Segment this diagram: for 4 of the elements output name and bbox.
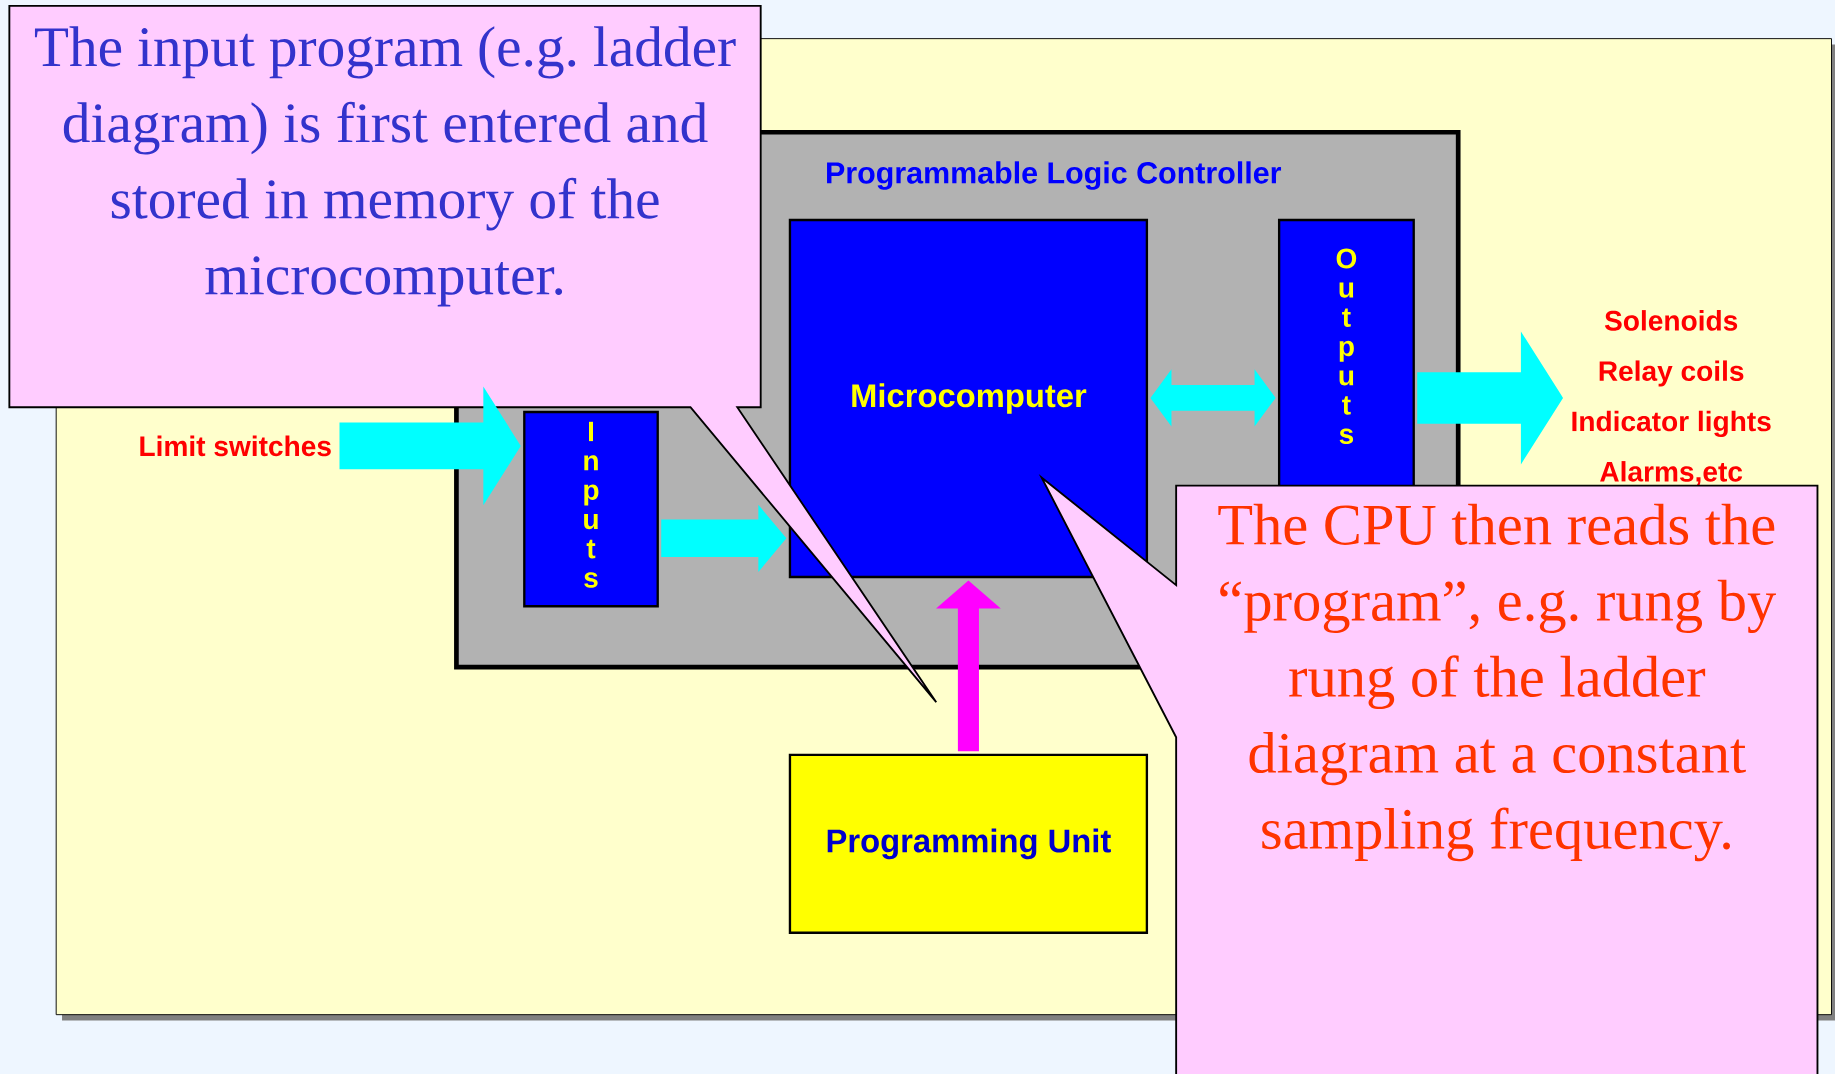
module-box: Inputs: [523, 410, 659, 608]
unit-box: Programming Unit: [788, 753, 1149, 934]
processor-box: Microcomputer: [788, 218, 1149, 578]
device-list: Limit switches: [140, 435, 331, 457]
